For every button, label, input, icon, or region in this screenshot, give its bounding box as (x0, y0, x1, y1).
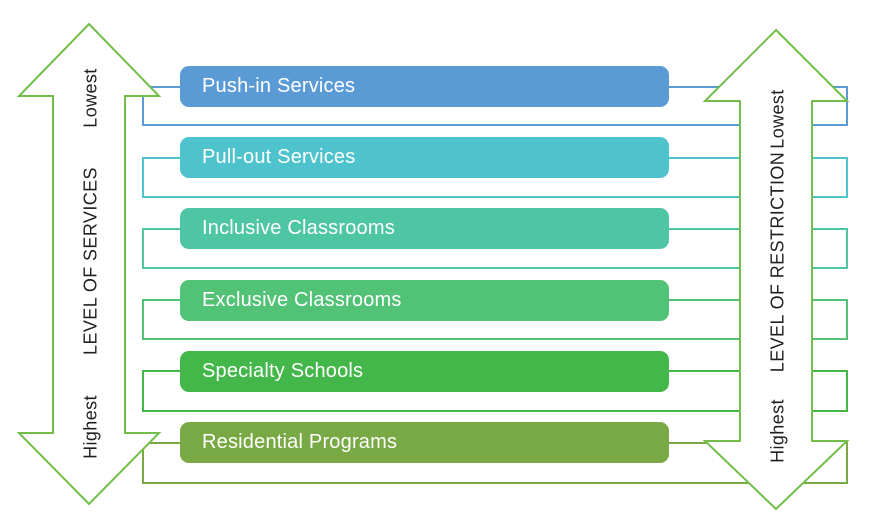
level-bar-label: Push-in Services (202, 75, 356, 97)
right-axis-title: LEVEL OF RESTRICTION (767, 151, 788, 373)
level-bar-label: Inclusive Classrooms (202, 217, 395, 239)
left-axis-highest-label: Highest (80, 395, 101, 459)
level-bar-label: Exclusive Classrooms (202, 289, 402, 311)
right-axis-lowest-label: Lowest (767, 89, 788, 149)
level-bar-inclusive-classrooms: Inclusive Classrooms (180, 208, 669, 249)
level-bar-pull-out-services: Pull-out Services (180, 137, 669, 178)
level-bar-exclusive-classrooms: Exclusive Classrooms (180, 280, 669, 321)
level-bar-label: Residential Programs (202, 431, 398, 453)
left-axis-title: LEVEL OF SERVICES (80, 167, 101, 355)
level-bar-label: Specialty Schools (202, 360, 364, 382)
left-axis-lowest-label: Lowest (80, 68, 101, 128)
level-bar-residential-programs: Residential Programs (180, 422, 669, 463)
level-bar-specialty-schools: Specialty Schools (180, 351, 669, 392)
level-of-restriction-arrow (702, 28, 850, 511)
level-bar-label: Pull-out Services (202, 146, 356, 168)
level-of-services-arrow (16, 22, 162, 506)
right-axis-highest-label: Highest (767, 399, 788, 463)
level-bar-push-in-services: Push-in Services (180, 66, 669, 107)
